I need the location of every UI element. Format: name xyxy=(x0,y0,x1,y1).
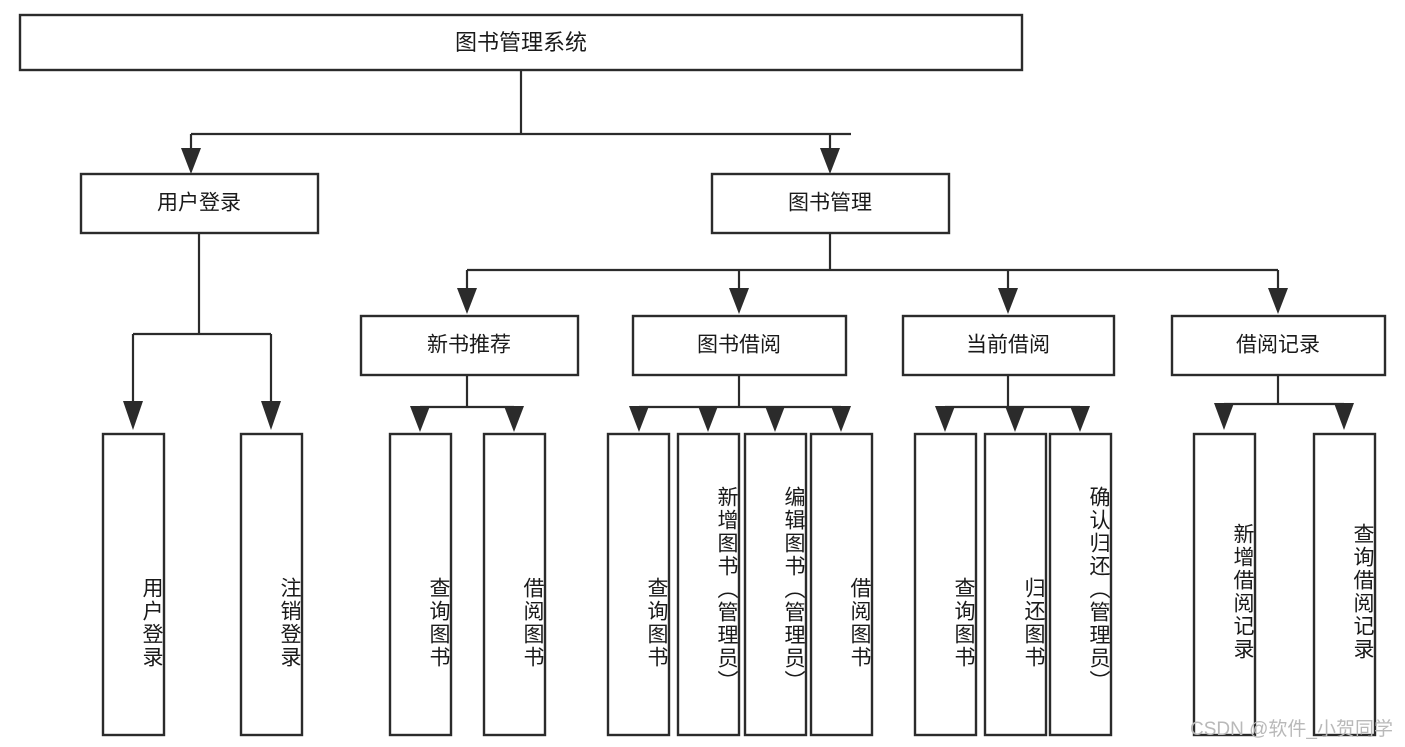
leaf-box-query-book-bb[interactable] xyxy=(606,432,671,737)
arrowhead-bookborrow-leaf-3 xyxy=(765,406,785,432)
arrowhead-bookborrow-leaf-1 xyxy=(629,406,649,432)
label-book-management: 图书管理 xyxy=(788,192,872,215)
arrowhead-borrowrecord-leaf-2 xyxy=(1334,403,1354,430)
leaf-box-query-book-nb[interactable] xyxy=(388,432,453,737)
label-borrow-record: 借阅记录 xyxy=(1236,334,1320,357)
arrowhead-bookborrow-leaf-2 xyxy=(698,406,718,432)
arrowhead-currentborrow-leaf-1 xyxy=(935,406,955,432)
arrowhead-newbook-leaf-2 xyxy=(504,406,524,432)
node-boxes xyxy=(18,13,1387,737)
label-current-borrow: 当前借阅 xyxy=(966,334,1050,357)
label-new-book-recommend: 新书推荐 xyxy=(427,334,511,357)
leaf-box-borrow-book-nb[interactable] xyxy=(482,432,547,737)
node-labels-horizontal: 图书管理系统 用户登录 图书管理 新书推荐 图书借阅 当前借阅 借阅记录 xyxy=(157,30,1320,357)
leaf-box-borrow-book-bb[interactable] xyxy=(809,432,874,737)
leaf-box-query-book-cb[interactable] xyxy=(913,432,978,737)
node-box-book-borrow[interactable] xyxy=(631,314,848,377)
arrowhead-userlogin xyxy=(181,148,201,174)
leaf-box-user-login[interactable] xyxy=(101,432,166,737)
arrowhead-leaf-logout xyxy=(261,401,281,430)
leaf-box-confirm-return-admin[interactable] xyxy=(1048,432,1113,737)
label-user-login: 用户登录 xyxy=(157,192,241,215)
arrowhead-borrowrecord xyxy=(1268,288,1288,314)
arrowhead-newbook xyxy=(457,288,477,314)
leaf-box-query-borrow-record[interactable] xyxy=(1312,432,1377,737)
arrowhead-newbook-leaf-1 xyxy=(410,406,430,432)
arrowhead-borrowrecord-leaf-1 xyxy=(1214,403,1234,430)
arrowhead-bookborrow-leaf-4 xyxy=(831,406,851,432)
node-box-book-management[interactable] xyxy=(710,172,951,235)
arrowhead-bookmgmt xyxy=(820,148,840,174)
node-box-current-borrow[interactable] xyxy=(901,314,1116,377)
node-box-borrow-record[interactable] xyxy=(1170,314,1387,377)
node-box-new-book-recommend[interactable] xyxy=(359,314,580,377)
node-box-user-login[interactable] xyxy=(79,172,320,235)
node-box-root[interactable] xyxy=(18,13,1024,72)
leaf-box-add-book-admin[interactable] xyxy=(676,432,741,737)
leaf-box-add-borrow-record[interactable] xyxy=(1192,432,1257,737)
arrowhead-bookborrow xyxy=(729,288,749,314)
arrowhead-currentborrow-leaf-2 xyxy=(1005,406,1025,432)
arrowhead-leaf-user-login xyxy=(123,401,143,430)
leaf-box-return-book[interactable] xyxy=(983,432,1048,737)
csdn-watermark: CSDN @软件_小贺同学 xyxy=(1190,719,1393,740)
arrowhead-currentborrow xyxy=(998,288,1018,314)
root-label: 图书管理系统 xyxy=(455,30,587,55)
leaf-box-logout[interactable] xyxy=(239,432,304,737)
connectors xyxy=(123,70,1354,432)
arrowhead-currentborrow-leaf-3 xyxy=(1070,406,1090,432)
leaf-box-edit-book-admin[interactable] xyxy=(743,432,808,737)
label-book-borrow: 图书借阅 xyxy=(697,334,781,357)
